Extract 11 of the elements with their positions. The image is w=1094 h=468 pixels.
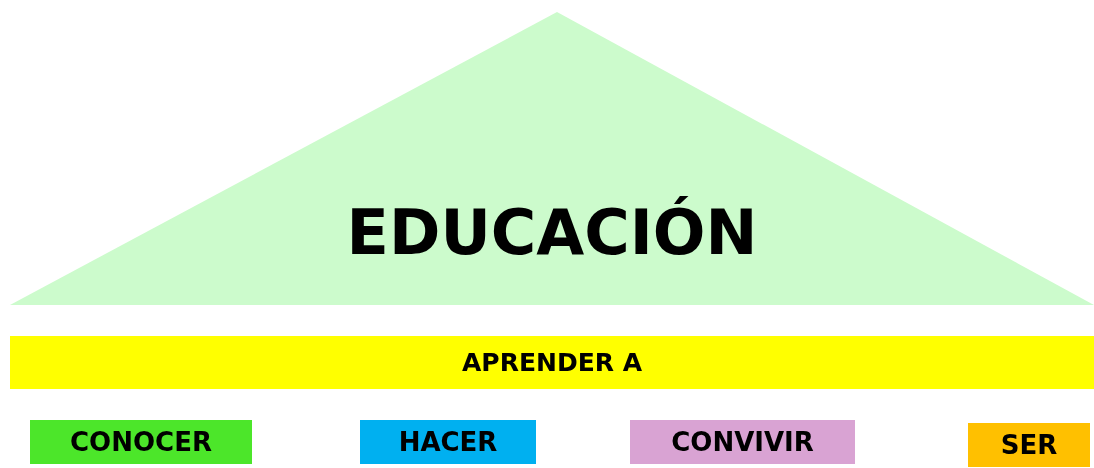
label-box <box>968 423 1090 467</box>
node-text: EDUCACIÓN <box>346 196 758 269</box>
node-text: SER <box>1000 430 1058 460</box>
node-text: HACER <box>398 427 498 457</box>
label-box <box>360 420 536 464</box>
banner-bar <box>10 336 1094 389</box>
label-box <box>630 420 855 464</box>
node-text: CONOCER <box>70 427 212 457</box>
label-box <box>30 420 252 464</box>
node-text: APRENDER A <box>461 348 643 377</box>
node-text: CONVIVIR <box>671 427 814 457</box>
